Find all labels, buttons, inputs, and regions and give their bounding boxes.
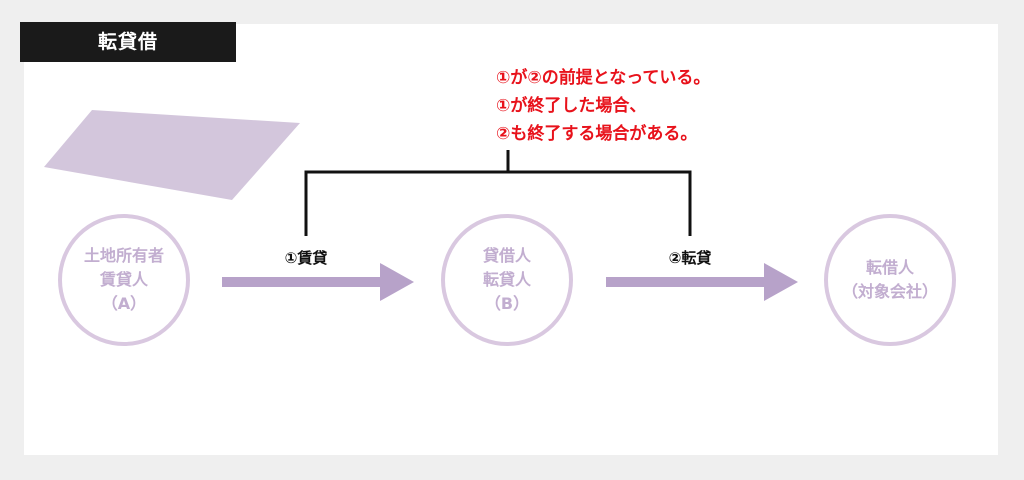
node-line: 転借人 (865, 258, 914, 277)
relation-bracket (304, 150, 692, 236)
node-line: 土地所有者 (83, 246, 164, 265)
note-line: ②も終了する場合がある。 (496, 124, 698, 144)
arrow-label-sublease: ②転貸 (668, 249, 712, 267)
arrow-label-lease: ①賃貸 (284, 249, 328, 267)
node-landowner-lessor: 土地所有者 賃貸人 （A） (58, 214, 190, 346)
node-line: 転貸人 (482, 270, 531, 289)
node-line: 貸借人 (482, 246, 531, 265)
note-line: ①が②の前提となっている。 (496, 68, 711, 88)
node-sublessee-target: 転借人 （対象会社） (824, 214, 956, 346)
right-arrow-icon (222, 263, 414, 301)
note-line: ①が終了した場合、 (496, 96, 647, 116)
condition-note: ①が②の前提となっている。 ①が終了した場合、 ②も終了する場合がある。 (496, 64, 710, 148)
diagram-title: 転貸借 (20, 22, 236, 62)
right-arrow-icon (606, 263, 798, 301)
node-line: （対象会社） (841, 282, 938, 301)
node-line: 賃貸人 (99, 270, 148, 289)
node-line: （B） (484, 294, 530, 313)
land-parcel-icon (44, 110, 300, 200)
node-line: （A） (101, 294, 147, 313)
node-lessee-sublessor: 貸借人 転貸人 （B） (441, 214, 573, 346)
